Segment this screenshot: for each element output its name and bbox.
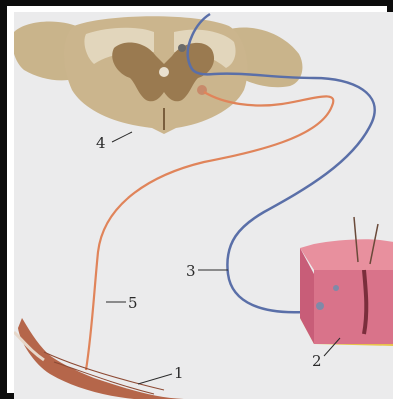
receptor-ending xyxy=(316,302,324,310)
label-2: 2 xyxy=(312,352,322,370)
diagram-canvas: 4 3 5 2 1 xyxy=(14,12,393,399)
neuron-body xyxy=(178,44,186,52)
skin-front xyxy=(314,270,393,344)
skin-block xyxy=(300,217,393,346)
label-1: 1 xyxy=(174,364,184,382)
epidermis xyxy=(300,239,393,270)
label-4: 4 xyxy=(96,134,106,152)
receptor-ending xyxy=(333,285,339,291)
label-5: 5 xyxy=(128,294,138,312)
hair-follicle xyxy=(364,270,366,334)
leader-line-4 xyxy=(112,132,132,142)
efferent-nerve xyxy=(86,92,333,370)
reflex-arc-diagram: 4 3 5 2 1 xyxy=(14,12,393,399)
central-canal xyxy=(159,67,169,77)
muscle-effector xyxy=(14,318,184,399)
label-3: 3 xyxy=(186,262,196,280)
leader-line-1 xyxy=(138,374,172,384)
